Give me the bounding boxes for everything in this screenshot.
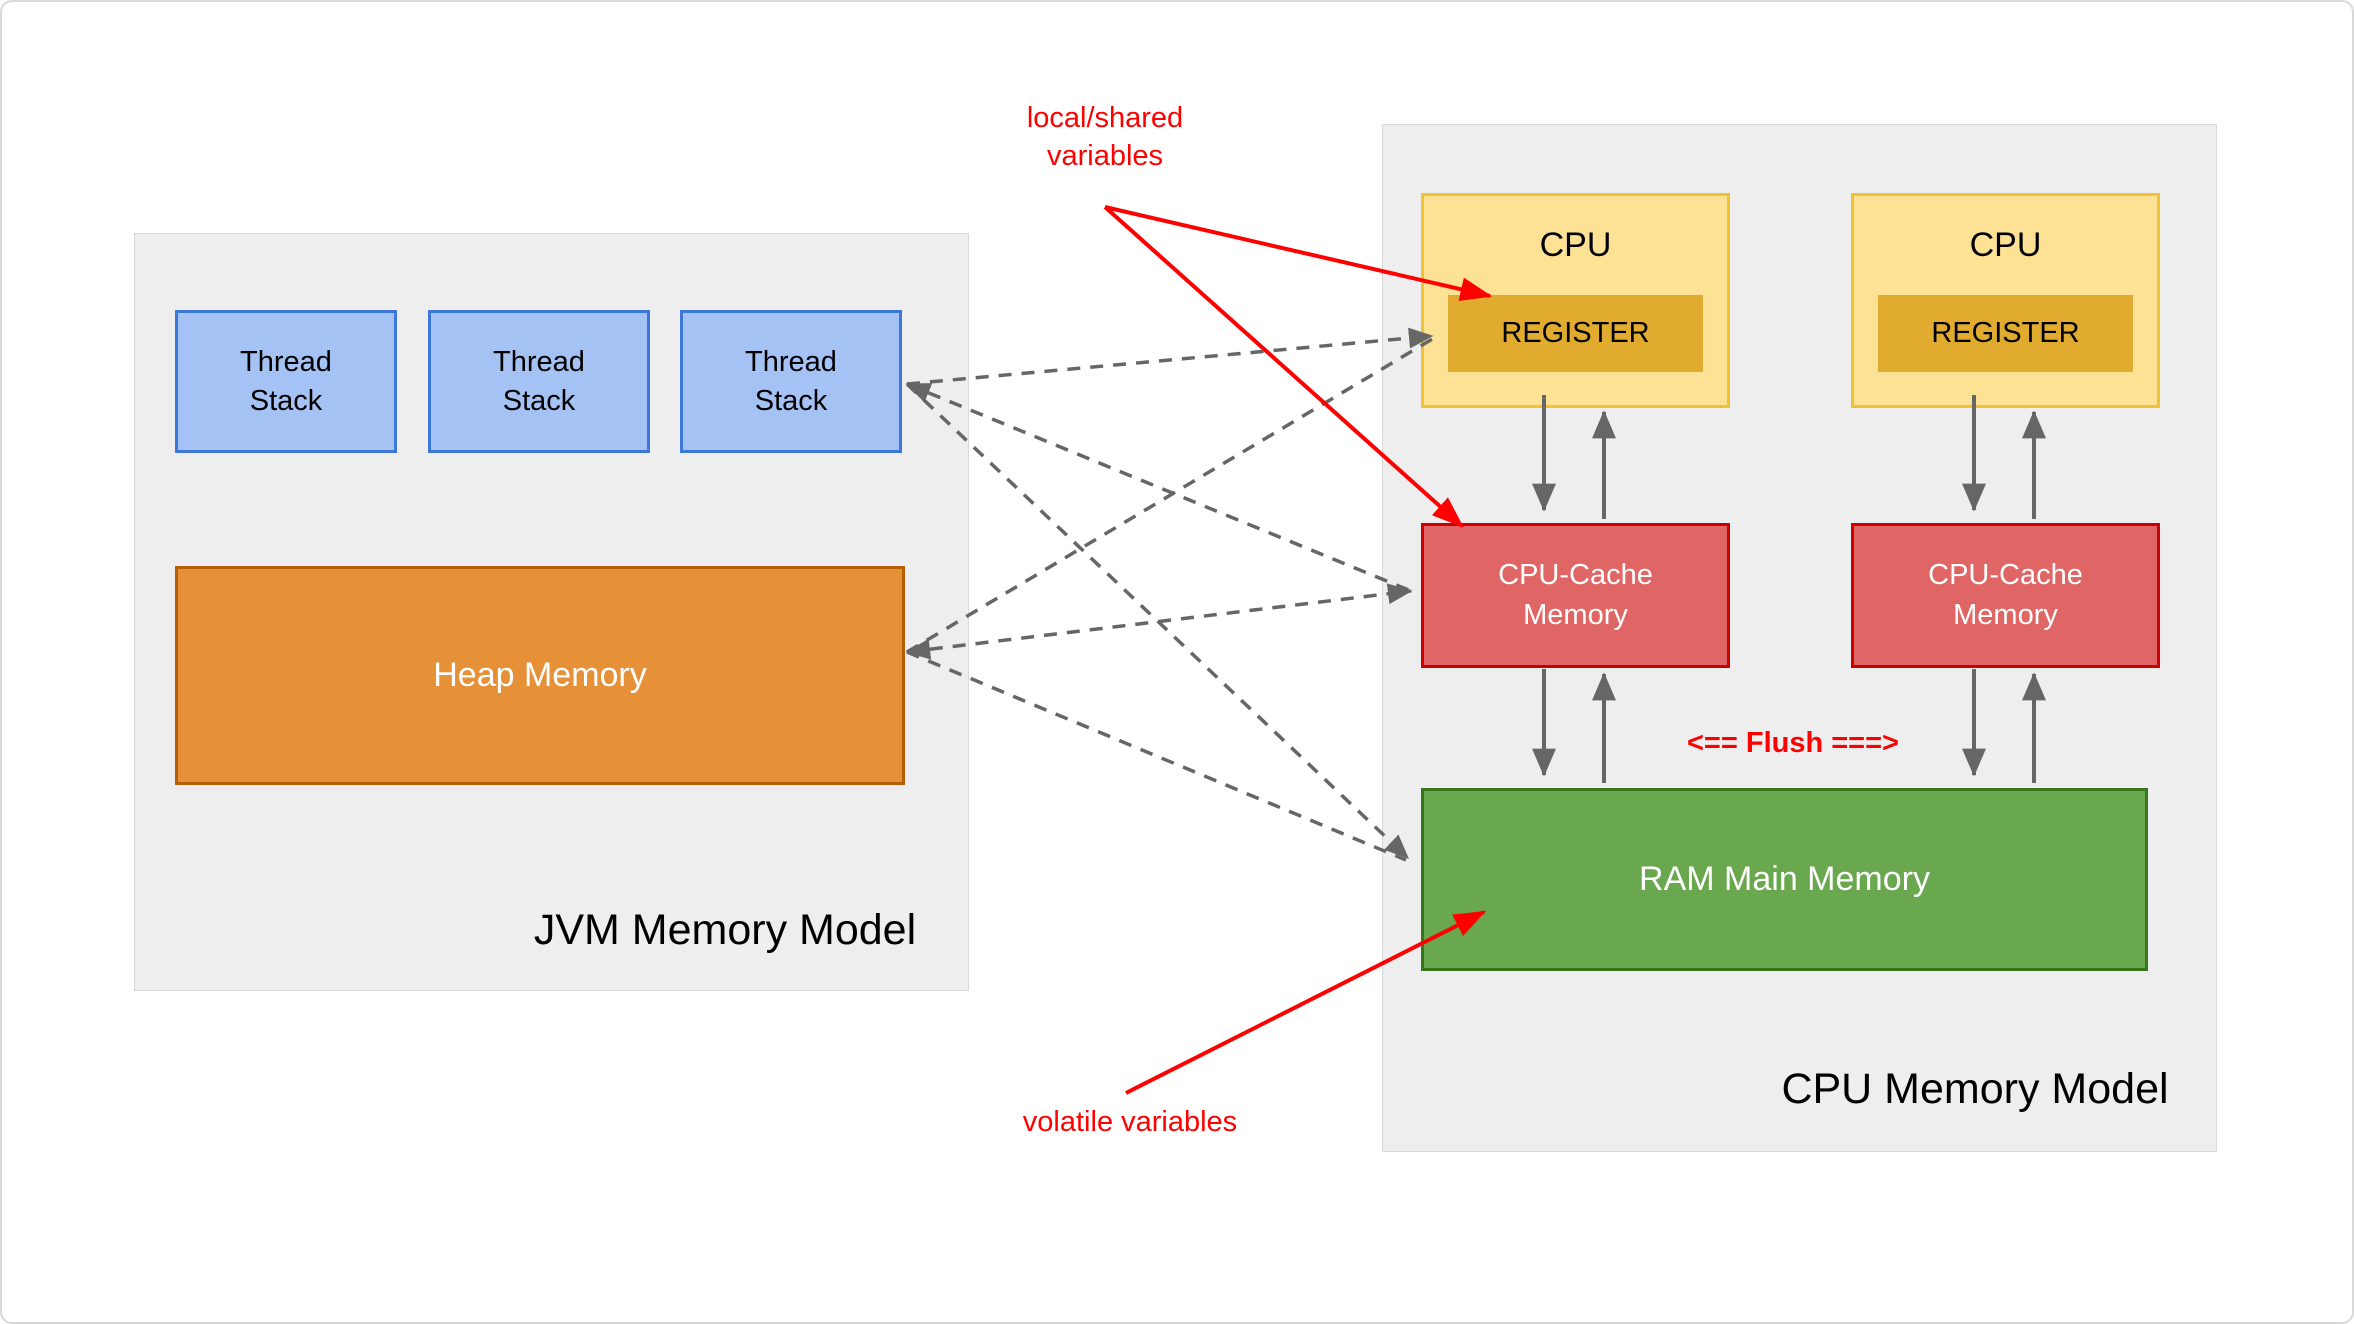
register-box-2: REGISTER [1878,295,2133,372]
cpu-box-1: CPU REGISTER [1421,193,1730,408]
cpu-cache-box-2: CPU-Cache Memory [1851,523,2160,668]
register-box-1: REGISTER [1448,295,1703,372]
jvm-panel-title: JVM Memory Model [533,906,917,954]
thread-stack-box-1: Thread Stack [175,310,397,453]
dashed-links-heap [905,336,1435,862]
ram-main-memory-box: RAM Main Memory [1421,788,2148,971]
dashed-links-thread-stack [905,327,1434,860]
heap-memory-box: Heap Memory [175,566,905,785]
cpu-box-2: CPU REGISTER [1851,193,2160,408]
heap-memory-label: Heap Memory [433,656,647,694]
local-shared-variables-annotation: local/shared variables [955,100,1255,175]
thread-stack-label: Thread Stack [745,346,837,417]
local-shared-line1: local/shared [1026,102,1184,134]
cpu-cache-label: CPU-Cache Memory [1498,559,1653,631]
thread-stack-box-3: Thread Stack [680,310,902,453]
cpu-panel-title: CPU Memory Model [1781,1065,2169,1113]
thread-stack-label: Thread Stack [240,346,332,417]
cpu-cache-box-1: CPU-Cache Memory [1421,523,1730,668]
cpu-cache-label: CPU-Cache Memory [1928,559,2083,631]
flush-annotation: <== Flush ===> [1687,727,1899,759]
cpu-label: CPU [1969,226,2042,264]
thread-stack-label: Thread Stack [493,346,585,417]
thread-stack-box-2: Thread Stack [428,310,650,453]
ram-label: RAM Main Memory [1639,860,1930,898]
cpu-memory-model-panel: CPU REGISTER CPU REGISTER CPU-Cache Memo… [1382,124,2217,1152]
cpu-label: CPU [1539,226,1612,264]
local-shared-line2: variables [1046,139,1164,172]
volatile-variables-annotation: volatile variables [1022,1106,1238,1138]
jvm-memory-model-panel: Thread Stack Thread Stack Thread Stack H… [134,233,969,991]
